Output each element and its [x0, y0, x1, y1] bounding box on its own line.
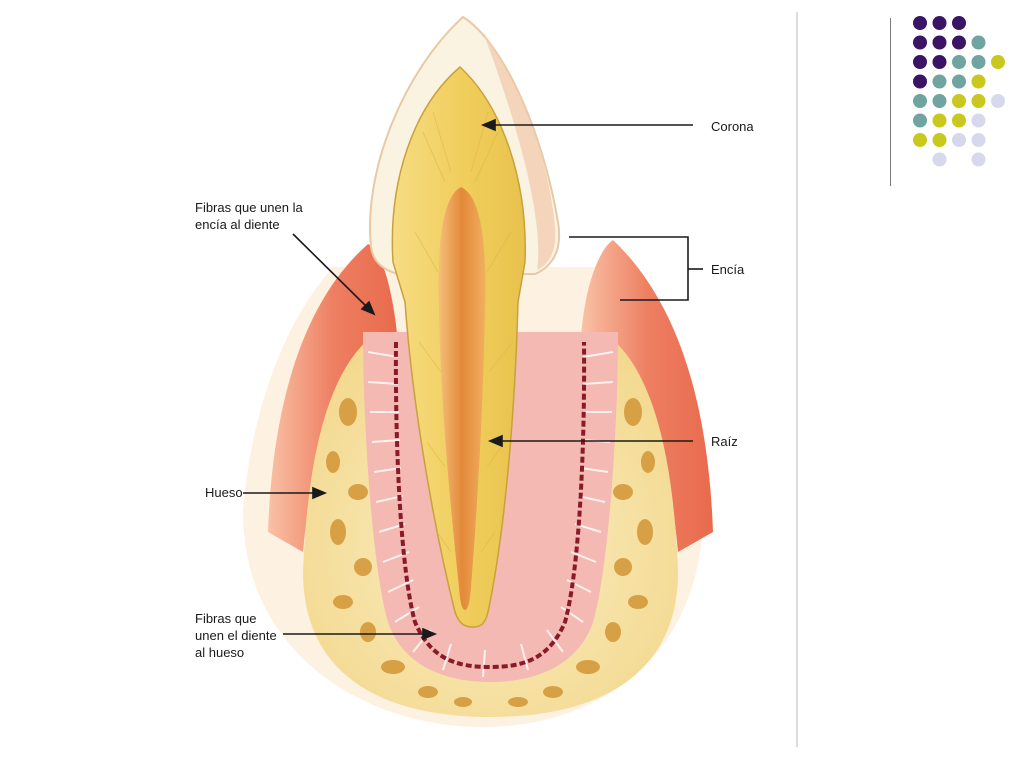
- decor-dot: [971, 133, 986, 147]
- decor-dot-grid: [913, 16, 1005, 167]
- leader-lines: [243, 118, 703, 641]
- decor-dot: [932, 55, 947, 69]
- decor-dot: [913, 133, 927, 147]
- label-corona: Corona: [711, 119, 754, 134]
- decor-dot: [932, 113, 947, 128]
- decor-dot: [952, 94, 966, 108]
- decor-dot: [952, 35, 966, 50]
- decor-dot: [932, 152, 947, 167]
- decor-dot: [913, 94, 927, 108]
- decor-vertical-line: [890, 18, 891, 186]
- decor-dot: [971, 152, 986, 167]
- tooth-diagram: [243, 15, 713, 727]
- decor-dot: [991, 55, 1005, 69]
- figure-border: [796, 12, 798, 747]
- label-fibras-encia: Fibras que unen la encía al diente: [195, 200, 303, 232]
- root-outline: [393, 341, 587, 670]
- decor-dot: [913, 113, 927, 128]
- decor-dot: [913, 16, 927, 30]
- enamel-shadow: [483, 32, 556, 270]
- decor-dot: [932, 133, 947, 147]
- decor-dot: [952, 16, 966, 30]
- label-hueso: Hueso: [205, 485, 243, 500]
- decor-dot: [913, 35, 927, 50]
- decor-dot: [971, 55, 986, 69]
- decor-dot: [971, 74, 986, 89]
- tooth-figure: Corona Encía Raíz Hueso Fibras que unen …: [183, 12, 798, 747]
- decor-dot: [991, 94, 1005, 108]
- decor-dot: [952, 74, 966, 89]
- decor-dot: [913, 55, 927, 69]
- label-fibras-hueso: Fibras que unen el diente al hueso: [195, 611, 277, 660]
- decor-dot: [971, 94, 986, 108]
- label-encia: Encía: [711, 262, 745, 277]
- decor-dot: [932, 16, 947, 30]
- decor-dot: [971, 35, 986, 50]
- decor-dot: [913, 74, 927, 89]
- label-raiz: Raíz: [711, 434, 738, 449]
- decor-dot: [952, 113, 966, 128]
- decor-dot: [952, 55, 966, 69]
- decor-dot: [932, 94, 947, 108]
- dentin-tubules: [414, 111, 514, 553]
- pulp: [438, 187, 486, 610]
- decor-dot: [932, 74, 947, 89]
- decor-dot: [971, 113, 986, 128]
- decor-dot: [952, 133, 966, 147]
- decor-dot: [932, 35, 947, 50]
